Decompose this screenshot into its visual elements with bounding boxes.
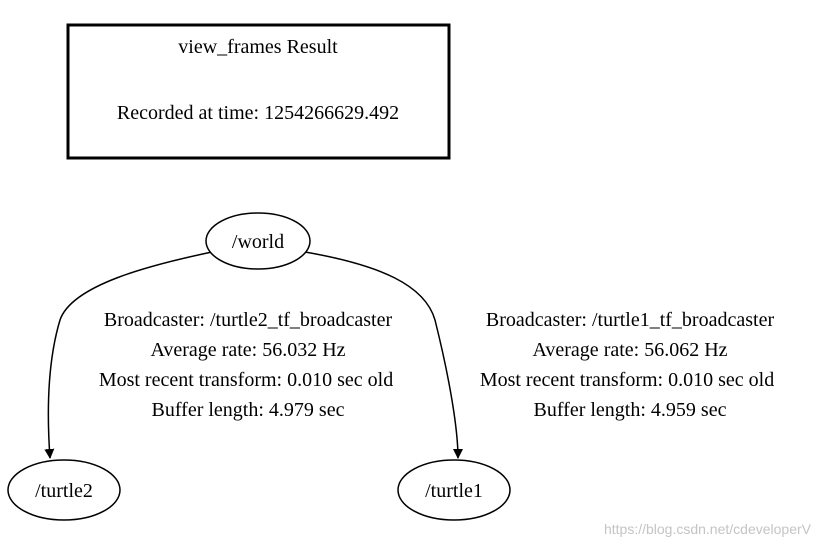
node-turtle1[interactable]: /turtle1 (397, 459, 511, 521)
watermark-text: https://blog.csdn.net/cdeveloperV (603, 521, 811, 537)
edge-world-to-turtle2 (44, 251, 213, 459)
turtle1-broadcaster: Broadcaster: /turtle1_tf_broadcaster (486, 309, 775, 331)
turtle2-recent-transform: Most recent transform: 0.010 sec old (99, 369, 393, 391)
turtle2-average-rate: Average rate: 56.032 Hz (150, 339, 345, 361)
recorded-time: Recorded at time: 1254266629.492 (117, 102, 399, 124)
node-world-label: /world (232, 231, 284, 253)
turtle2-buffer-length: Buffer length: 4.979 sec (152, 399, 345, 421)
turtle1-recent-transform: Most recent transform: 0.010 sec old (480, 369, 774, 391)
result-header-frame (66, 23, 451, 160)
node-turtle1-ellipse (397, 459, 511, 521)
edge-world-to-turtle1 (304, 251, 463, 459)
edge-label-turtle1: Broadcaster: /turtle1_tf_broadcaster Ave… (480, 309, 775, 421)
edge-label-turtle2: Broadcaster: /turtle2_tf_broadcaster Ave… (99, 309, 393, 421)
node-turtle2-ellipse (7, 459, 121, 521)
result-header-box: view_frames Result Recorded at time: 125… (66, 23, 451, 160)
result-title: view_frames Result (178, 36, 338, 58)
turtle1-average-rate: Average rate: 56.062 Hz (532, 339, 727, 361)
turtle2-broadcaster: Broadcaster: /turtle2_tf_broadcaster (104, 309, 393, 331)
node-world[interactable]: /world (205, 212, 311, 270)
node-turtle2[interactable]: /turtle2 (7, 459, 121, 521)
node-world-ellipse (205, 212, 311, 270)
node-turtle1-label: /turtle1 (425, 480, 483, 502)
node-turtle2-label: /turtle2 (35, 480, 93, 502)
turtle1-buffer-length: Buffer length: 4.959 sec (534, 399, 727, 421)
